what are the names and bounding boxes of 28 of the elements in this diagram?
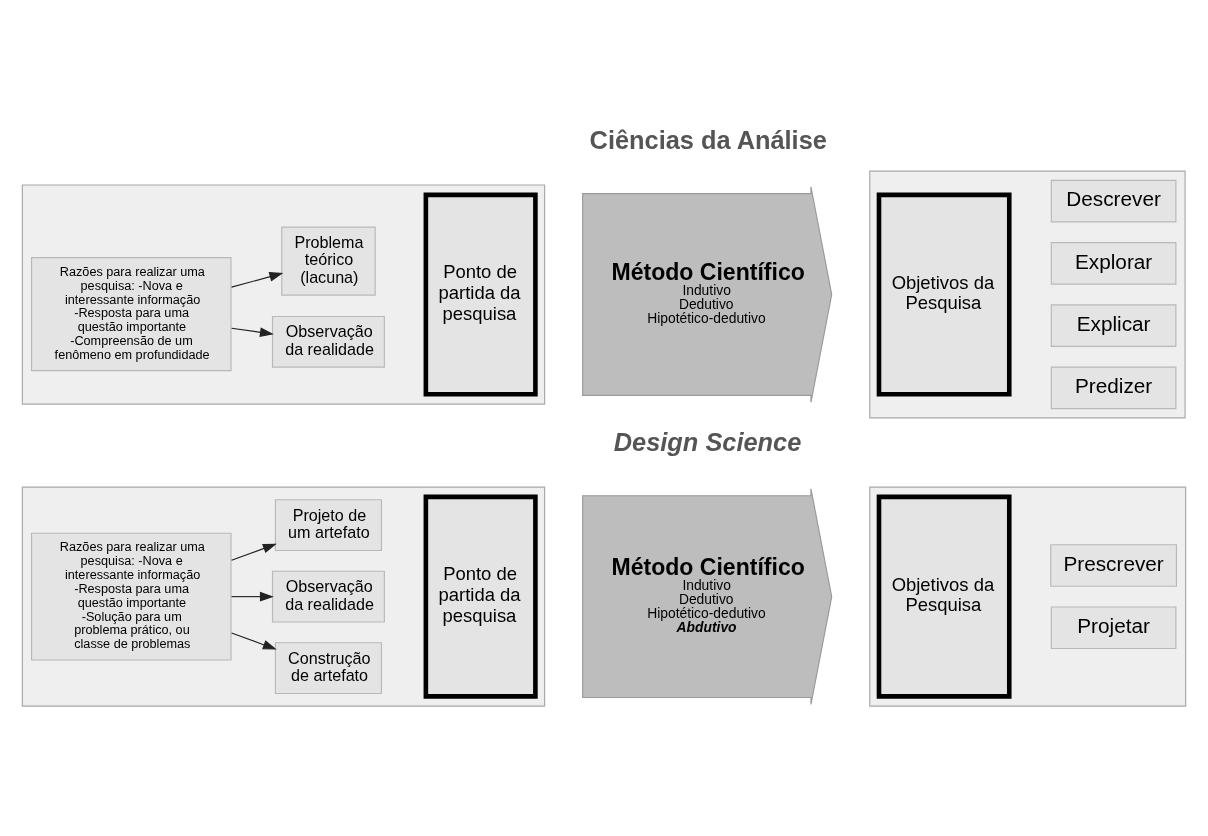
node-box: Objetivos da Pesquisa <box>876 192 1012 397</box>
node-box: Construção de artefato <box>274 641 383 694</box>
arrow <box>231 326 274 337</box>
label: Design Science <box>613 427 802 456</box>
cluster <box>21 183 546 405</box>
node-box: Razões para realizar uma pesquisa: -Nova e interessante informação -Resposta para uma questão importante -Solução para um problema prático, ou classe de problemas <box>30 532 232 661</box>
cluster <box>869 170 1186 418</box>
node-box: Razões para realizar uma pesquisa: -Nova e interessante informação -Resposta para uma questão importante -Compreensão de um fenômeno em profundidade <box>30 256 232 371</box>
cluster <box>869 486 1187 707</box>
node-box: Objetivos da Pesquisa <box>876 494 1012 699</box>
node-box: Projetar <box>1050 605 1177 649</box>
node-box: Prescrever <box>1050 543 1178 587</box>
node-box: Descrever <box>1050 179 1177 222</box>
arrow <box>231 271 284 288</box>
arrow <box>231 631 277 650</box>
label: Ciências da Análise <box>589 125 827 154</box>
node-box: Ponto de partida da pesquisa <box>423 494 538 699</box>
node-box: Ponto de partida da pesquisa <box>423 192 538 397</box>
node-box: Explicar <box>1050 303 1177 347</box>
node-box: Explorar <box>1050 241 1177 285</box>
node-box: Projeto de um artefato <box>274 498 383 551</box>
node-box: Observação da realidade <box>271 315 385 368</box>
cluster <box>21 486 546 707</box>
arrow <box>231 543 277 561</box>
arrow <box>231 591 274 601</box>
node-box: Problema teórico (lacuna) <box>281 226 376 296</box>
node-box: Observação da realidade <box>271 570 385 623</box>
node-box: Predizer <box>1050 366 1177 409</box>
